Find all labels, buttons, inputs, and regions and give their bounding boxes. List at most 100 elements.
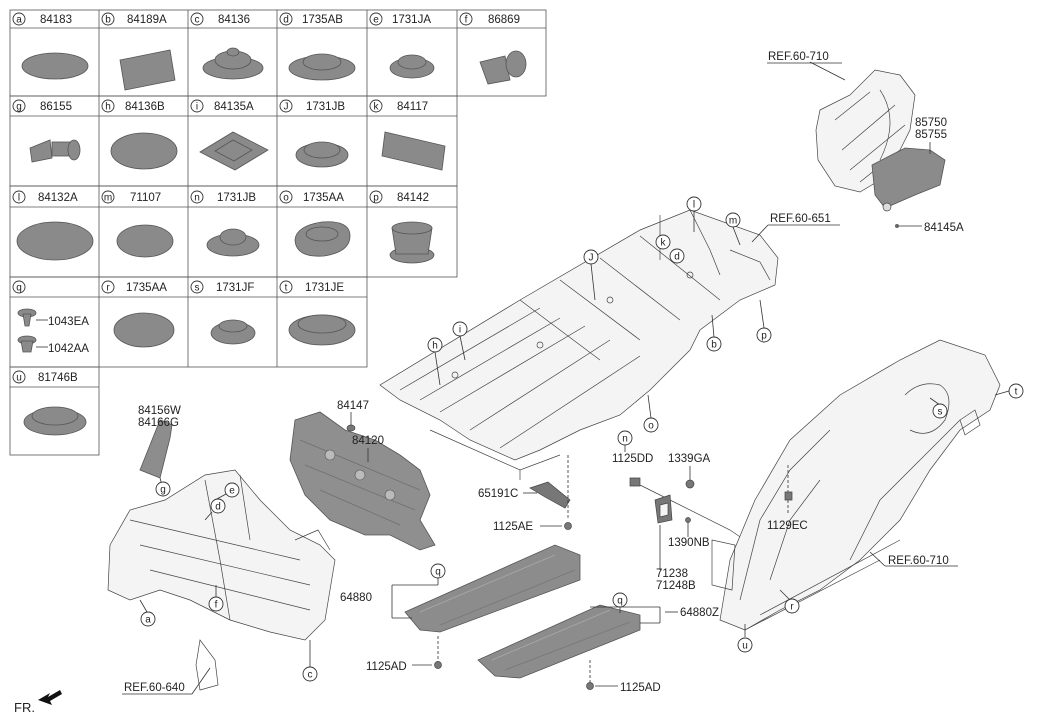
cell-letter-u: u <box>16 373 22 384</box>
callout-q-right: q <box>617 596 623 607</box>
cell-letter-e: e <box>373 15 379 26</box>
callout-c: c <box>308 670 313 681</box>
label-84166g: 84166G <box>138 417 179 429</box>
label-ref-60-710-bottom: REF.60-710 <box>888 555 949 567</box>
callout-e: e <box>229 486 235 497</box>
large-plug-icon <box>16 221 94 261</box>
cell-part-s: 1731JF <box>216 282 254 294</box>
cell-part-o: 1735AA <box>303 192 344 204</box>
flat-plug-icon <box>295 141 349 168</box>
bolt-1125dd-icon <box>629 477 641 487</box>
label-ref-60-651: REF.60-651 <box>770 213 831 225</box>
q-part-1043ea: 1043EA <box>48 316 89 328</box>
grommet-plug-icon <box>202 47 264 80</box>
label-1129ec: 1129EC <box>767 520 808 532</box>
callout-q-left: q <box>435 567 441 578</box>
cell-letter-s: s <box>195 283 200 294</box>
label-1125ad-right: 1125AD <box>620 682 661 694</box>
label-1339ga: 1339GA <box>668 453 711 465</box>
clip-1043ea-icon <box>17 308 37 327</box>
round-plug-icon <box>21 52 89 80</box>
cap-grommet-icon <box>389 221 435 264</box>
hollow-grommet-icon <box>288 53 356 81</box>
label-65191c: 65191C <box>478 488 518 500</box>
cell-letter-k: k <box>374 102 380 113</box>
label-84145a: 84145A <box>924 222 964 234</box>
flat-pad-icon <box>381 131 446 171</box>
bracket-65191c-icon <box>529 481 571 509</box>
cell-part-n: 1731JB <box>217 192 256 204</box>
cell-part-t: 1731JE <box>305 282 344 294</box>
domed-plug-icon <box>110 132 178 170</box>
label-84147: 84147 <box>337 400 369 412</box>
label-71238: 71238 <box>656 568 688 580</box>
cell-part-b: 84189A <box>127 14 167 26</box>
label-84120: 84120 <box>352 435 384 447</box>
clip-1042aa-icon <box>17 335 37 353</box>
bolt-1125ad-right-icon <box>586 682 594 690</box>
cell-letter-g: g <box>16 102 22 113</box>
label-1125dd: 1125DD <box>612 453 653 465</box>
cell-letter-h: h <box>105 102 111 113</box>
callout-f: f <box>215 600 218 611</box>
callout-n: n <box>622 434 628 445</box>
label-71248b: 71248B <box>656 580 696 592</box>
cell-letter-t: t <box>285 283 288 294</box>
bracket-71238-icon <box>654 494 673 524</box>
small-plug-icon <box>389 54 435 79</box>
plug-t-icon <box>288 314 356 346</box>
oval-grommet-icon <box>294 221 351 257</box>
callout-o: o <box>648 421 654 432</box>
q-part-1042aa: 1042AA <box>48 343 89 355</box>
cell-letter-b: b <box>105 15 111 26</box>
callout-t: t <box>1015 387 1018 398</box>
cell-part-J: 1731JB <box>306 101 345 113</box>
parts-grid: a 84183 b 84189A c 84136 d 1735AB e 1731… <box>9 9 547 456</box>
bolt-1125ae-icon <box>564 522 572 530</box>
plug-84147-icon <box>346 424 356 432</box>
under-cover-left <box>404 544 581 633</box>
cell-letter-d: d <box>283 15 289 26</box>
callout-d: d <box>674 252 680 263</box>
cell-part-f: 86869 <box>488 14 520 26</box>
cell-part-d: 1735AB <box>302 14 343 26</box>
cell-part-l: 84132A <box>38 192 78 204</box>
cell-letter-p: p <box>373 193 379 204</box>
cell-part-g: 86155 <box>40 101 72 113</box>
cell-letter-r: r <box>106 283 110 294</box>
medium-plug-icon <box>116 224 174 258</box>
cell-part-p: 84142 <box>397 192 429 204</box>
plug-s-icon <box>210 319 256 345</box>
cell-part-c: 84136 <box>218 14 250 26</box>
label-85750: 85750 <box>915 117 947 129</box>
callout-h: h <box>432 341 438 352</box>
label-64880z: 64880Z <box>680 607 719 619</box>
callout-i: i <box>459 325 461 336</box>
cell-part-u: 81746B <box>38 372 78 384</box>
label-85755: 85755 <box>915 129 947 141</box>
cell-letter-q: q <box>16 283 22 294</box>
label-1390nb: 1390NB <box>668 537 710 549</box>
cell-part-h: 84136B <box>125 101 165 113</box>
cell-part-e: 1731JA <box>392 14 431 26</box>
cell-part-r: 1735AA <box>126 282 167 294</box>
under-cover-right <box>477 604 641 679</box>
callout-d-front: d <box>215 502 221 513</box>
label-ref-60-710-top: REF.60-710 <box>768 51 829 63</box>
cell-part-a: 84183 <box>40 14 72 26</box>
cell-part-i: 84135A <box>214 101 254 113</box>
callout-m: m <box>729 216 737 227</box>
bolt-1125ad-left-icon <box>434 661 442 669</box>
cell-part-m: 71107 <box>130 192 161 204</box>
nut-1339ga-icon <box>685 479 695 489</box>
side-panel-assembly <box>711 339 1001 631</box>
callout-u: u <box>742 641 748 652</box>
screw-clip-icon <box>29 139 81 163</box>
callout-g: g <box>160 485 166 496</box>
callout-r: r <box>790 602 794 613</box>
plug-r-icon <box>113 312 175 348</box>
cell-letter-i: i <box>196 102 198 113</box>
callout-l: l <box>693 200 695 211</box>
cell-letter-J: J <box>284 102 289 113</box>
